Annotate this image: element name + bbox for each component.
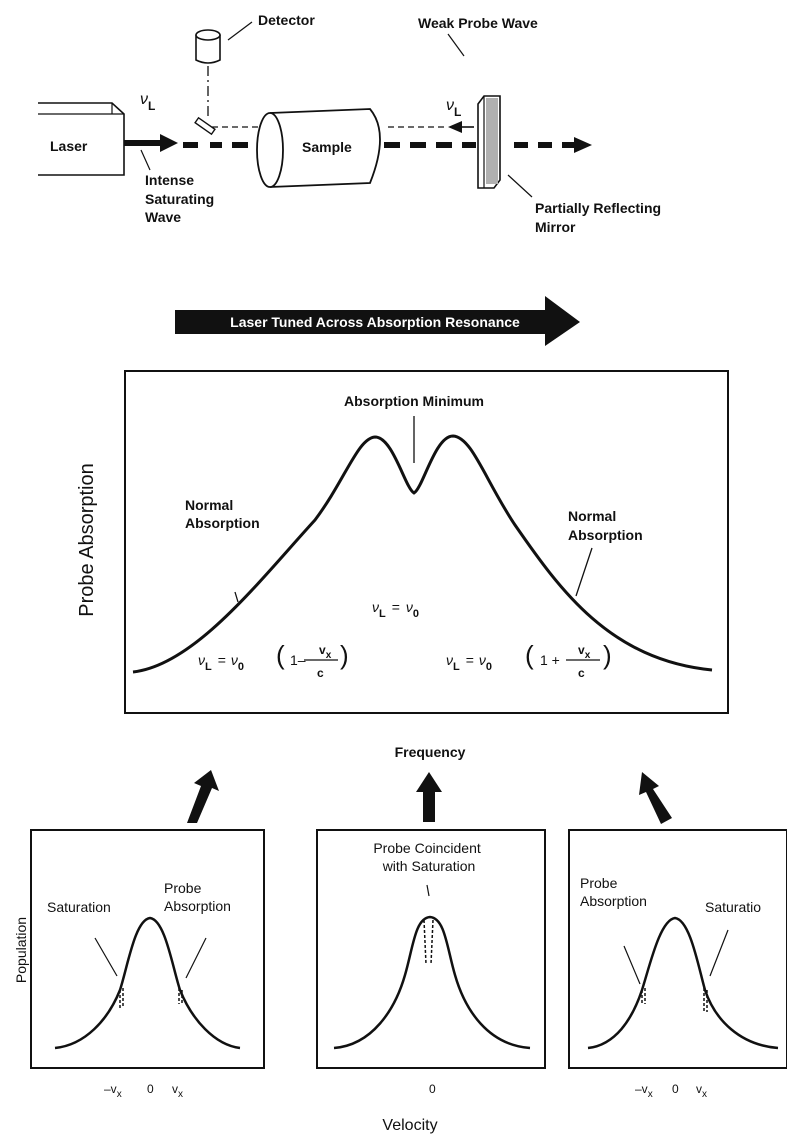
- right-tick-zero: 0: [672, 1082, 679, 1096]
- sample-cell: [256, 108, 381, 188]
- spectrum-xlabel: Frequency: [395, 744, 466, 760]
- right-saturation-hole: [703, 988, 708, 1012]
- left-population-curve: [54, 916, 241, 1050]
- left-saturation-leader: [94, 937, 118, 977]
- svg-text:): ): [603, 640, 612, 670]
- beam-splitter: [194, 116, 216, 136]
- equation-right: νL=ν0 ( 1 + vx c ): [446, 640, 612, 680]
- left-tick-neg: –vx: [104, 1082, 122, 1100]
- detector: [195, 29, 221, 64]
- intense-beam-arrowhead: [160, 134, 178, 152]
- svg-text:): ): [340, 640, 349, 670]
- left-panel-frame: [30, 829, 265, 1069]
- detector-leader: [227, 21, 253, 41]
- arrow-middle-up: [416, 772, 442, 822]
- normal-absorption-right: Normal Absorption: [568, 508, 643, 543]
- middle-coincident-hole: [423, 919, 434, 965]
- arrow-left-up: [187, 770, 219, 823]
- velocity-label: Velocity: [382, 1117, 437, 1134]
- mirror-leader: [507, 174, 533, 198]
- spectrum-frame: [124, 370, 729, 714]
- normal-right-leader: [575, 547, 593, 597]
- left-probe-leader: [185, 937, 207, 979]
- left-probe-label: Probe Absorption: [164, 880, 231, 914]
- middle-population-curve: [333, 915, 531, 1050]
- right-saturation-leader: [709, 929, 729, 977]
- beam-exit-arrowhead: [574, 137, 592, 153]
- svg-text:vx: vx: [578, 643, 591, 661]
- right-tick-neg: –vx: [635, 1082, 653, 1100]
- right-population-curve: [587, 916, 779, 1050]
- svg-text:c: c: [578, 666, 585, 680]
- svg-text:1–: 1–: [290, 652, 306, 668]
- partial-mirror: [477, 95, 501, 189]
- right-probe-hole: [641, 988, 646, 1004]
- absorption-curve: [132, 434, 713, 674]
- svg-text:c: c: [317, 666, 324, 680]
- equation-left: νL=ν0 ( 1– vx c ): [198, 640, 349, 680]
- equation-center: νL=ν0: [372, 599, 419, 620]
- laser-label: Laser: [50, 138, 88, 154]
- svg-text:(: (: [276, 640, 285, 670]
- svg-text:νL=ν0: νL=ν0: [372, 599, 419, 620]
- normal-absorption-left: Normal Absorption: [185, 497, 260, 531]
- tuning-arrow-label: Laser Tuned Across Absorption Resonance: [230, 314, 520, 330]
- sample-label: Sample: [302, 139, 352, 155]
- svg-text:vx: vx: [319, 643, 332, 661]
- spectrum-ylabel: Probe Absorption: [76, 463, 98, 616]
- left-probe-hole: [178, 988, 183, 1004]
- tuning-arrow: [175, 296, 580, 346]
- svg-text:1 +: 1 +: [540, 652, 560, 668]
- svg-text:νL=ν0: νL=ν0: [446, 652, 492, 673]
- middle-tick-zero: 0: [429, 1082, 436, 1096]
- middle-leader: [426, 884, 430, 897]
- weak-probe-label: Weak Probe Wave: [418, 15, 538, 31]
- laser-box: [38, 102, 125, 176]
- left-saturation-hole: [119, 988, 124, 1008]
- weak-probe-leader: [447, 33, 465, 57]
- left-tick-pos: vx: [172, 1082, 183, 1100]
- right-panel-frame: [568, 829, 787, 1069]
- svg-text:νL=ν0: νL=ν0: [198, 652, 244, 673]
- right-tick-pos: vx: [696, 1082, 707, 1100]
- intense-leader: [140, 149, 151, 171]
- left-saturation-label: Saturation: [47, 899, 111, 915]
- svg-text:(: (: [525, 640, 534, 670]
- right-probe-label: Probe Absorption: [580, 875, 647, 909]
- detector-label: Detector: [258, 12, 315, 28]
- normal-left-leader: [234, 591, 239, 603]
- middle-panel-title: Probe Coincident with Saturation: [373, 840, 484, 874]
- absorption-minimum-label: Absorption Minimum: [344, 393, 484, 409]
- arrow-right-up: [639, 772, 672, 824]
- probe-arrowhead: [448, 121, 462, 133]
- nu-l-right: νL: [446, 97, 461, 119]
- nu-l-left: νL: [140, 91, 155, 113]
- middle-panel-frame: [316, 829, 546, 1069]
- intense-label: Intense Saturating Wave: [145, 172, 218, 225]
- mirror-label: Partially Reflecting Mirror: [535, 200, 665, 235]
- population-label: Population: [13, 917, 29, 983]
- right-saturation-label: Saturatio: [705, 899, 761, 915]
- left-tick-zero: 0: [147, 1082, 154, 1096]
- right-probe-leader: [623, 945, 641, 985]
